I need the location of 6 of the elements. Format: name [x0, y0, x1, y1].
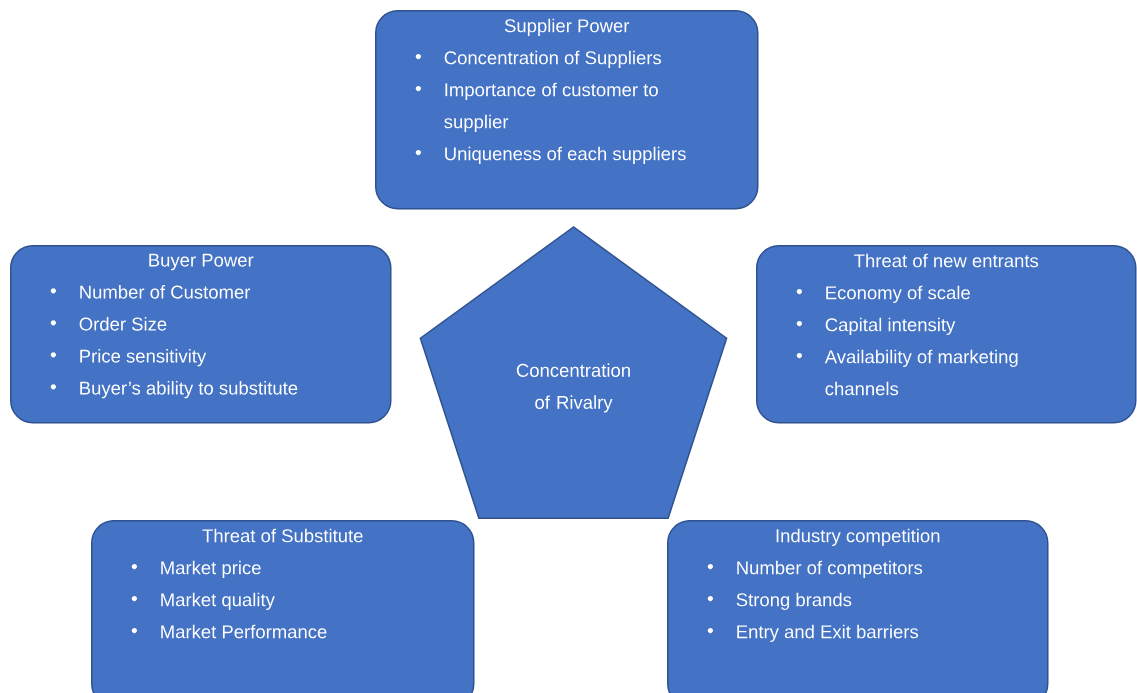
info-box: Industry competition Number of competitors Strong brands Entry and Exit barriers	[667, 520, 1049, 693]
info-box: Buyer Power Number of Customer Order Size Price sensitivity Buyer’s ability to substitute	[10, 245, 392, 424]
info-box: Threat of Substitute Market price Market quality Market Performance	[91, 520, 475, 693]
info-box: Supplier Power Concentration of Suppliers Importance of customer to supplier Uniqueness of each suppliers	[375, 10, 759, 210]
pentagon: Concentration of Rivalry	[419, 226, 728, 519]
info-box: Threat of new entrants Economy of scale Capital intensity Availability of marketing channels	[756, 245, 1137, 424]
